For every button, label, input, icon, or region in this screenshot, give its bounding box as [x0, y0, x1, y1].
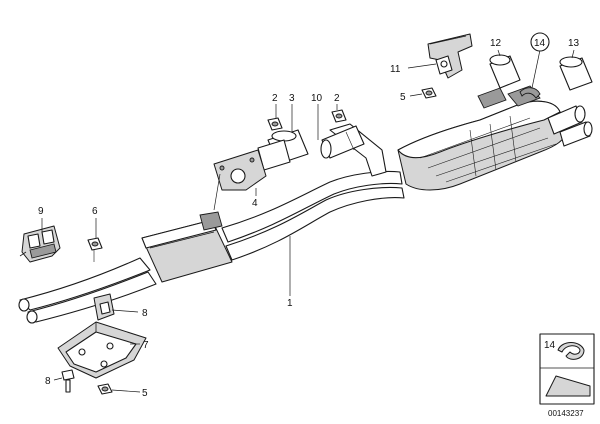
leader-lines [41, 49, 575, 393]
rubber-mount [93, 293, 115, 321]
nut-6 [87, 237, 103, 262]
legend-callout-14: 14 [544, 340, 556, 351]
nut-upper [421, 87, 437, 99]
callout-13: 13 [568, 38, 580, 49]
callouts: 1 2 3 4 10 2 11 5 6 9 8 7 8 5 12 13 14 [38, 32, 580, 399]
connector-pipe [257, 129, 309, 171]
nut-2a [267, 117, 283, 131]
catalog-number: 00143237 [548, 409, 584, 418]
tailpipe-trim [489, 54, 521, 89]
callout-2a: 2 [272, 93, 278, 104]
bolt-8 [61, 369, 75, 393]
callout-12: 12 [490, 38, 502, 49]
clamp-icon [557, 342, 585, 360]
callout-8a: 8 [142, 308, 148, 319]
nut-2b [331, 109, 347, 123]
callout-11: 11 [390, 64, 401, 75]
rear-muffler [397, 85, 593, 191]
callout-5c: 5 [142, 388, 148, 399]
callout-3: 3 [289, 93, 295, 104]
callout-2b: 2 [334, 93, 340, 104]
exhaust-pipe-assembly [18, 123, 405, 324]
support-bracket [57, 321, 147, 379]
callout-6: 6 [92, 206, 98, 217]
callout-1: 1 [287, 298, 293, 309]
connecting-pipe [320, 125, 365, 159]
clamp-small [519, 87, 541, 99]
hanger-bracket [427, 33, 473, 79]
pipe-clamp [19, 225, 61, 263]
callout-14-ring [530, 32, 550, 52]
wedge-icon [545, 375, 591, 397]
callout-9: 9 [38, 206, 44, 217]
callout-4: 4 [252, 198, 258, 209]
tailpipe-trim-outer [559, 56, 593, 91]
callout-14: 14 [534, 38, 546, 49]
nut-5-lower [97, 383, 113, 395]
callout-10: 10 [311, 93, 323, 104]
flange-gasket [213, 149, 267, 191]
legend-box: 14 [539, 333, 595, 405]
callout-7: 7 [143, 340, 149, 351]
callout-5a: 5 [400, 92, 406, 103]
callout-8b: 8 [45, 376, 51, 387]
